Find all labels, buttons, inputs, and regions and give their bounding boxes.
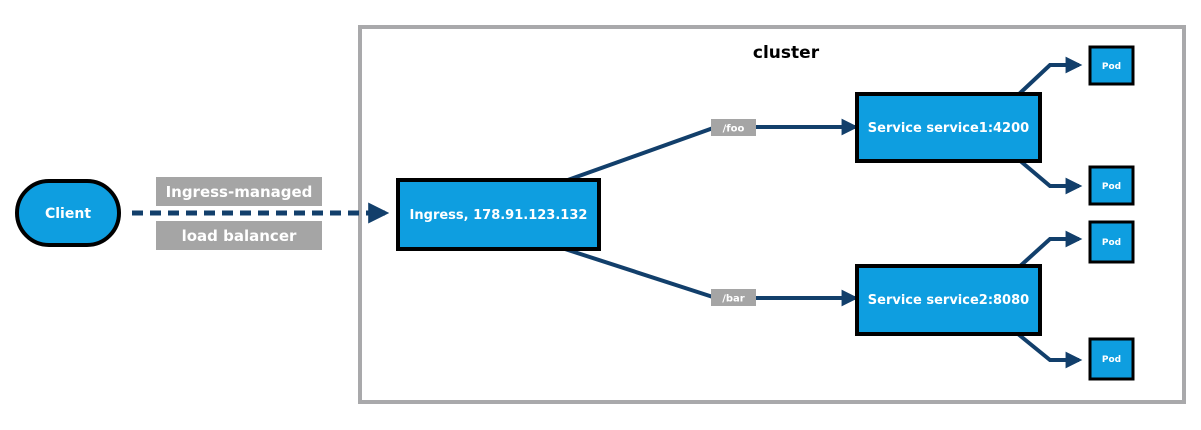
pod-2-shape: [1088, 165, 1135, 206]
service1-shape: [855, 92, 1042, 163]
load-balancer-label-line2-bg: [156, 221, 322, 250]
pod-node-1[interactable]: Pod: [1088, 45, 1135, 86]
route-label-foo-text: /foo: [723, 124, 745, 135]
load-balancer-label-line1: Ingress-managed: [166, 183, 313, 201]
pod-node-2[interactable]: Pod: [1088, 165, 1135, 206]
pod-3-shape: [1088, 220, 1135, 264]
service2-node[interactable]: Service service2:8080: [855, 264, 1042, 336]
pod-4-label: Pod: [1102, 355, 1121, 365]
ingress-shape: [396, 178, 601, 251]
pod-1-shape: [1088, 45, 1135, 86]
route-label-foo: /foo: [711, 119, 756, 136]
route-label-bar: /bar: [711, 289, 756, 306]
service1-label: Service service1:4200: [868, 121, 1029, 136]
service2-to-pod3-arrow: [1016, 230, 1083, 270]
cluster-boundary: [358, 25, 1186, 404]
service1-node[interactable]: Service service1:4200: [855, 92, 1042, 163]
load-balancer-label-line2: load balancer: [182, 227, 297, 245]
load-balancer-label-line1-bg: [156, 177, 322, 206]
route-label-foo-bg: [711, 119, 756, 136]
pod-3-label: Pod: [1102, 238, 1121, 248]
load-balancer-label: Ingress-managed load balancer: [156, 177, 322, 250]
pod-4-shape: [1088, 337, 1135, 381]
cluster-title: cluster: [753, 43, 820, 63]
ingress-node[interactable]: Ingress, 178.91.123.132: [396, 178, 601, 251]
service1-to-pod1-arrow: [1016, 56, 1083, 97]
pod-1-label: Pod: [1102, 62, 1121, 72]
ingress-to-bar-line: [564, 247, 717, 300]
pod-node-4[interactable]: Pod: [1088, 337, 1135, 381]
route-label-bar-bg: [711, 289, 756, 306]
service2-shape: [855, 264, 1042, 336]
route-label-bar-text: /bar: [722, 294, 745, 305]
service1-to-pod2-arrow: [1016, 157, 1083, 195]
pod-node-3[interactable]: Pod: [1088, 220, 1135, 264]
service2-label: Service service2:8080: [868, 293, 1029, 308]
client-node[interactable]: Client: [15, 179, 121, 247]
pod-2-label: Pod: [1102, 182, 1121, 192]
ingress-label: Ingress, 178.91.123.132: [410, 208, 588, 223]
ingress-to-foo-line: [564, 125, 717, 183]
client-label: Client: [45, 206, 91, 222]
service2-to-pod4-arrow: [1016, 332, 1083, 369]
client-shape: [15, 179, 121, 247]
